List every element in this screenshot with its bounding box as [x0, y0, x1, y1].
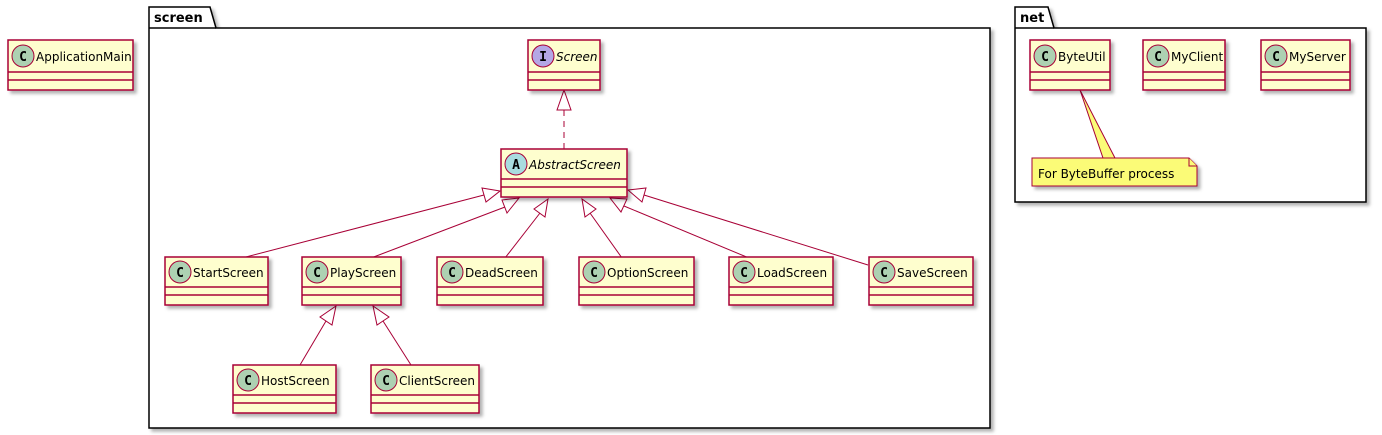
abstract-class-abstractscreen[interactable]: A AbstractScreen [500, 148, 628, 198]
note-bytebuffer[interactable]: For ByteBuffer process [1031, 157, 1198, 187]
package-screen-name: screen [154, 11, 203, 26]
class-clientscreen[interactable]: C ClientScreen [370, 364, 480, 414]
generalization-optionscreen-abstractscreen [581, 197, 623, 259]
class-glyph-icon: C [740, 266, 748, 281]
class-name: StartScreen [193, 266, 264, 280]
class-name: LoadScreen [757, 266, 827, 280]
class-startscreen[interactable]: C StartScreen [164, 256, 269, 306]
class-glyph-icon: C [176, 266, 184, 281]
class-name: ByteUtil [1058, 50, 1106, 64]
generalization-playscreen-abstractscreen [370, 197, 521, 259]
generalization-clientscreen-playscreen [372, 304, 412, 366]
class-name: PlayScreen [330, 266, 396, 280]
class-hostscreen[interactable]: C HostScreen [232, 364, 337, 414]
class-myclient[interactable]: C MyClient [1142, 39, 1226, 91]
class-glyph-icon: C [1272, 50, 1280, 65]
class-glyph-icon: C [1154, 50, 1162, 65]
generalization-startscreen-abstractscreen [241, 187, 502, 259]
class-name: AbstractScreen [528, 158, 621, 172]
class-name: MyServer [1289, 50, 1346, 64]
abstract-glyph-icon: A [512, 158, 520, 173]
class-name: DeadScreen [465, 266, 538, 280]
class-loadscreen[interactable]: C LoadScreen [728, 256, 834, 306]
generalization-hostscreen-playscreen [299, 304, 337, 366]
generalization-loadscreen-abstractscreen [608, 197, 750, 259]
class-glyph-icon: C [590, 266, 598, 281]
class-glyph-icon: C [313, 266, 321, 281]
class-applicationmain[interactable]: C ApplicationMain [7, 39, 134, 91]
class-glyph-icon: C [382, 374, 390, 389]
generalization-savescreen-abstractscreen [626, 187, 869, 266]
note-text: For ByteBuffer process [1038, 167, 1174, 181]
realization-abstractscreen-screen [556, 88, 572, 150]
class-name: SaveScreen [897, 266, 968, 280]
class-playscreen[interactable]: C PlayScreen [301, 256, 402, 306]
class-name: ClientScreen [399, 374, 475, 388]
class-glyph-icon: C [19, 50, 27, 65]
class-glyph-icon: C [448, 266, 456, 281]
class-name: HostScreen [261, 374, 330, 388]
class-glyph-icon: C [244, 374, 252, 389]
class-savescreen[interactable]: C SaveScreen [868, 256, 974, 306]
package-net-name: net [1020, 11, 1044, 26]
relations [241, 88, 1116, 366]
class-name: ApplicationMain [36, 50, 132, 64]
class-byteutil[interactable]: C ByteUtil [1029, 39, 1111, 91]
class-optionscreen[interactable]: C OptionScreen [578, 256, 695, 306]
package-screen: screen [148, 6, 991, 429]
interface-screen[interactable]: I Screen [527, 39, 601, 91]
class-deadscreen[interactable]: C DeadScreen [436, 256, 544, 306]
interface-glyph-icon: I [539, 50, 547, 65]
class-name: Screen [556, 50, 598, 64]
class-glyph-icon: C [880, 266, 888, 281]
class-myserver[interactable]: C MyServer [1260, 39, 1351, 91]
generalization-deadscreen-abstractscreen [504, 197, 549, 259]
class-glyph-icon: C [1041, 50, 1049, 65]
class-name: MyClient [1171, 50, 1223, 64]
class-name: OptionScreen [607, 266, 688, 280]
